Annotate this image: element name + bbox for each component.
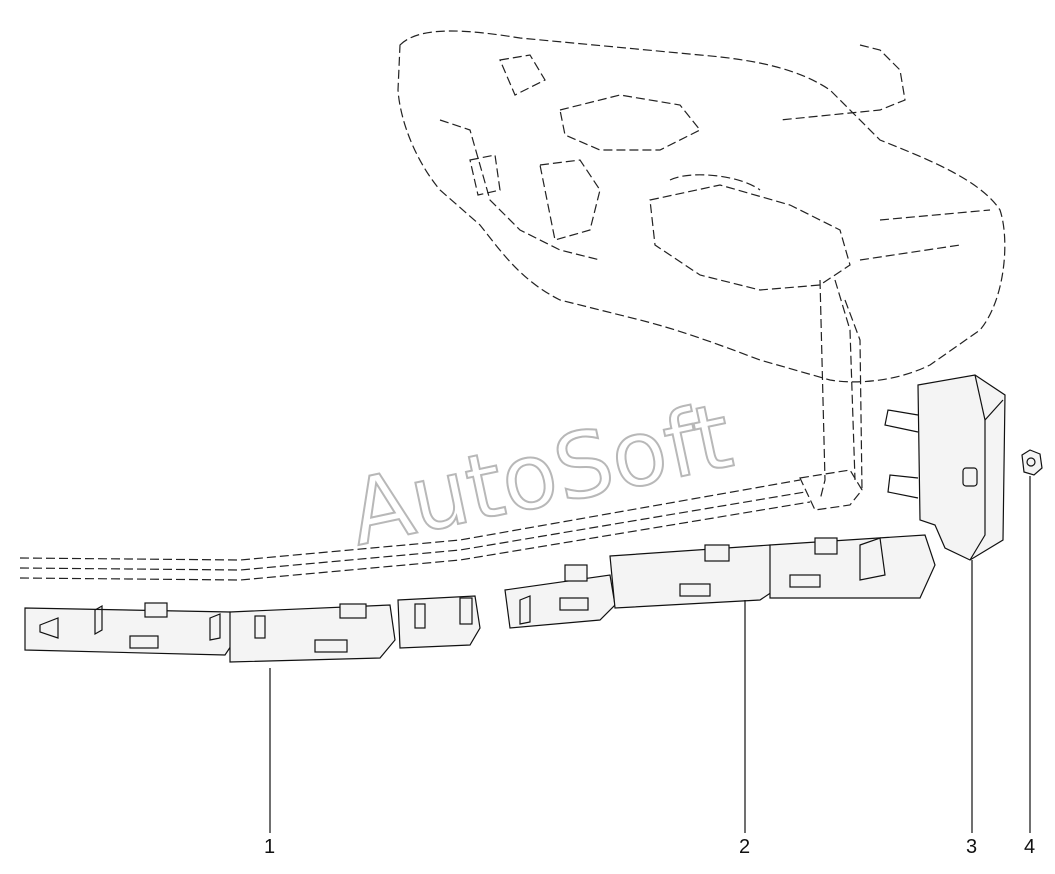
callout-label-3: 3 xyxy=(966,836,977,858)
fuel-tank-outline xyxy=(397,30,1006,383)
fuel-lines xyxy=(19,279,863,581)
callout-label-4: 4 xyxy=(1024,836,1035,858)
bracket-part-3 xyxy=(884,374,1006,561)
nut-part-4 xyxy=(1021,449,1043,476)
clip-rail-part-1 xyxy=(24,595,481,663)
watermark-text: AutoSoft xyxy=(341,384,741,567)
callout-label-1: 1 xyxy=(264,836,275,858)
clip-rail-part-2 xyxy=(504,534,936,629)
callout-label-2: 2 xyxy=(739,836,750,858)
